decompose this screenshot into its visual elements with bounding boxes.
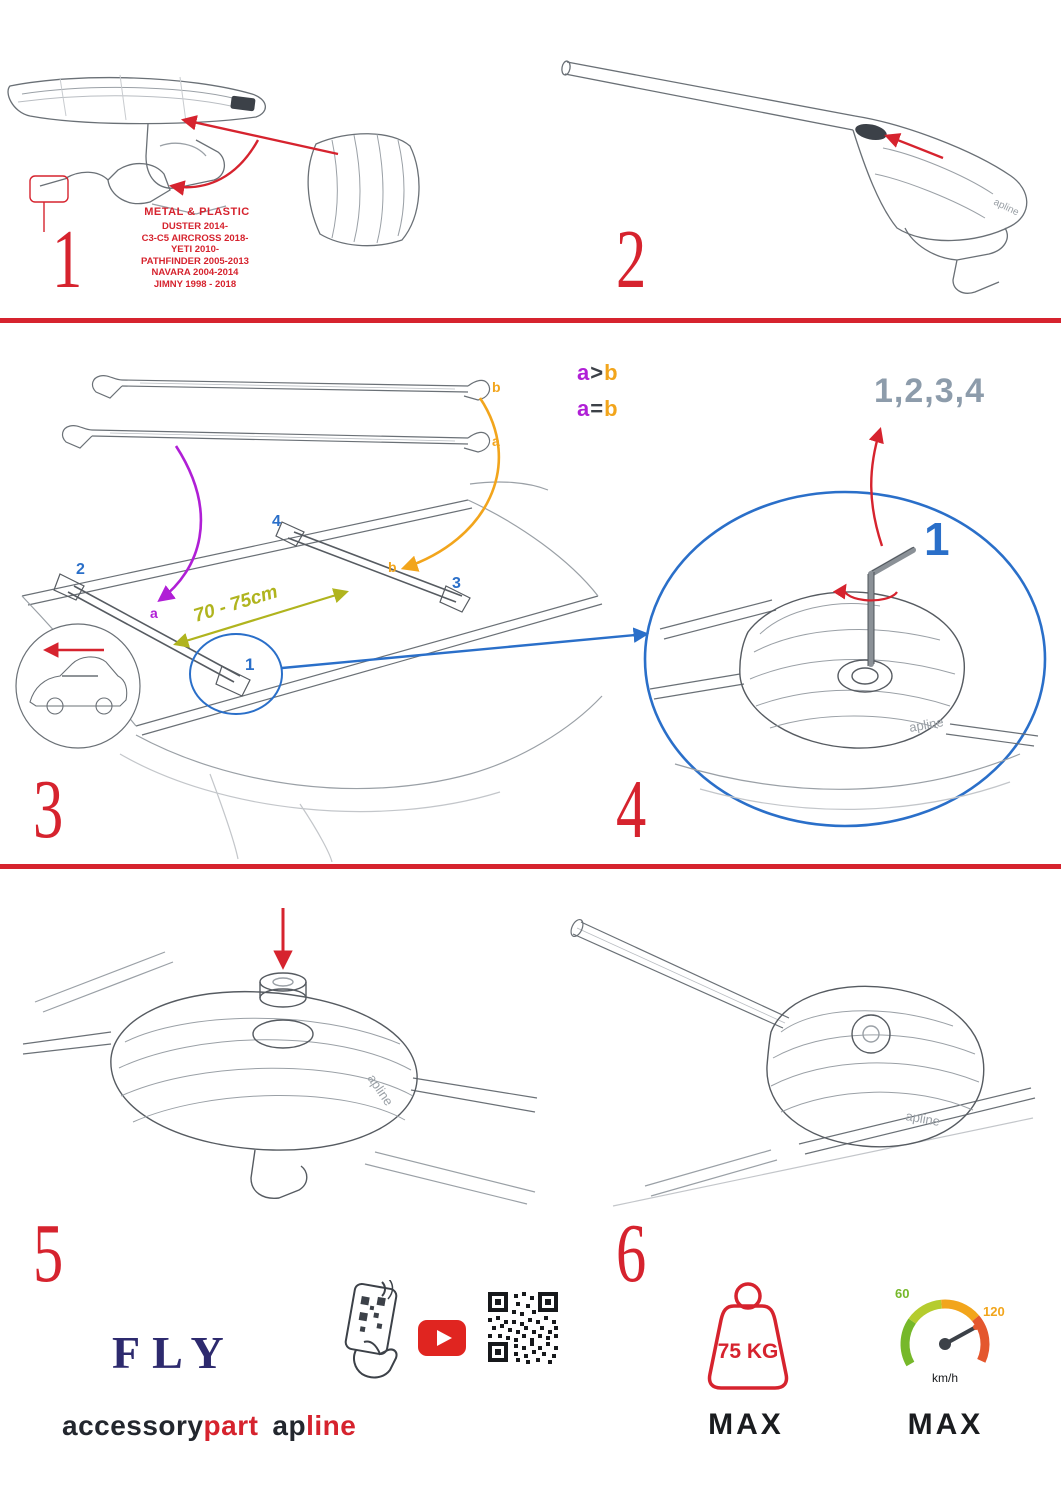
speed-low-label: 60 (895, 1286, 909, 1301)
clamp-callout-bracket (29, 175, 69, 232)
step-3-number: 3 (33, 763, 64, 856)
section-divider-top (0, 318, 1061, 323)
compatible-models-list: DUSTER 2014- C3-C5 AIRCROSS 2018- YETI 2… (95, 221, 295, 290)
step-5-number: 5 (33, 1207, 64, 1300)
position-label-2: 2 (76, 561, 85, 578)
model-line: C3-C5 AIRCROSS 2018- (141, 232, 249, 244)
max-weight-value: 75 KG (718, 1340, 779, 1363)
position-label-4: 4 (272, 513, 281, 530)
foot-logo-text: apline (904, 1108, 941, 1129)
brand-line: line (306, 1410, 357, 1441)
rule1-a: a (577, 360, 591, 385)
model-line: NAVARA 2004-2014 (151, 267, 239, 278)
foot-highlight-circle (189, 633, 283, 715)
zoom-circle (643, 490, 1047, 828)
brand-ap: ap (272, 1410, 307, 1441)
crossbar-b-drawing (91, 374, 491, 401)
red-insert-arrow (884, 133, 944, 160)
step-5-diagram-press-cap: apline (22, 908, 538, 1205)
step-6-diagram-mounted-foot: apline (570, 918, 1036, 1207)
model-line: JIMNY 1998 - 2018 (153, 278, 237, 290)
foot-logo-text: apline (992, 197, 1021, 219)
step-1-number: 1 (52, 213, 83, 306)
speed-unit-label: km/h (932, 1371, 958, 1385)
youtube-icon (418, 1320, 466, 1356)
max-weight-icon: 75 KG (707, 1282, 789, 1390)
rule-a-greater-b: a>b (577, 360, 619, 386)
distance-arrow (173, 588, 349, 648)
bar-label-b: b (492, 379, 501, 395)
purple-bar-a-curve (157, 445, 203, 603)
qr-code (486, 1290, 560, 1364)
foot-logo-text: apline (908, 714, 945, 735)
model-line: YETI 2010- (170, 244, 220, 255)
bar-label-a: a (492, 433, 500, 449)
step-4-number: 4 (616, 763, 647, 856)
rule2-op: = (590, 396, 605, 421)
step-4-diagram-tighten-detail: apline (643, 427, 1047, 828)
brand-accessory: accessory (62, 1410, 204, 1441)
bar-and-rail-lines (570, 918, 1036, 1207)
red-assembly-arrows (168, 115, 339, 196)
car-direction-inset (15, 623, 141, 749)
inset-car-drawing (29, 656, 128, 715)
blue-zoom-arrow (281, 627, 650, 670)
product-model-name: FLY (112, 1327, 236, 1378)
model-line: DUSTER 2014- (162, 221, 228, 232)
position-label-3: 3 (452, 575, 461, 592)
foot-drawing (739, 591, 965, 749)
bar-logo-patch (230, 95, 256, 112)
red-rotate-arrow (832, 583, 898, 602)
foot-label-1: 1 (245, 655, 254, 674)
foot-drawing (110, 972, 418, 1199)
section-divider-bottom (0, 864, 1061, 869)
rule-a-equals-b: a=b (577, 396, 619, 422)
rule1-b: b (604, 360, 619, 385)
rule2-b: b (604, 396, 619, 421)
model-line: PATHFINDER 2005-2013 (141, 255, 249, 267)
distance-label: 70 - 75cm (191, 581, 280, 626)
weight-max-label: MAX (708, 1408, 784, 1441)
rule1-op: > (590, 360, 605, 385)
step-3-diagram-roof-placement: b a 2 4 3 b a 1 70 - 75cm (15, 374, 650, 863)
step-6-number: 6 (616, 1207, 647, 1300)
allen-key (867, 546, 916, 667)
sequence-start-label: 1 (924, 513, 950, 565)
rule2-a: a (577, 396, 591, 421)
bar-end-opening (855, 123, 887, 141)
step-2-number: 2 (616, 213, 647, 306)
red-sequence-arrow (868, 427, 884, 547)
step-2-diagram-bar-insert: apline (561, 60, 1028, 294)
scan-phone-icon (344, 1280, 398, 1379)
brand-part: part (203, 1410, 259, 1441)
speed-max-label: MAX (907, 1408, 984, 1441)
foot-logo-text: apline (365, 1071, 397, 1108)
crossbar-a-drawing (61, 424, 491, 453)
speed-high-label: 120 (983, 1304, 1005, 1319)
mounted-crossbars (53, 521, 471, 697)
orange-bar-b-curve (400, 397, 501, 572)
roof-label-b: b (388, 559, 397, 575)
foot-drawing (766, 985, 985, 1148)
rail-and-roof-lines (649, 599, 1039, 810)
roof-label-a: a (150, 605, 158, 621)
step-1-diagram-clamp-cover (7, 74, 420, 247)
material-note: METAL & PLASTIC (144, 206, 250, 218)
max-speed-icon: 60 120 km/h (895, 1286, 1005, 1385)
rail-lines (22, 951, 538, 1205)
tightening-sequence-label: 1,2,3,4 (874, 372, 985, 410)
